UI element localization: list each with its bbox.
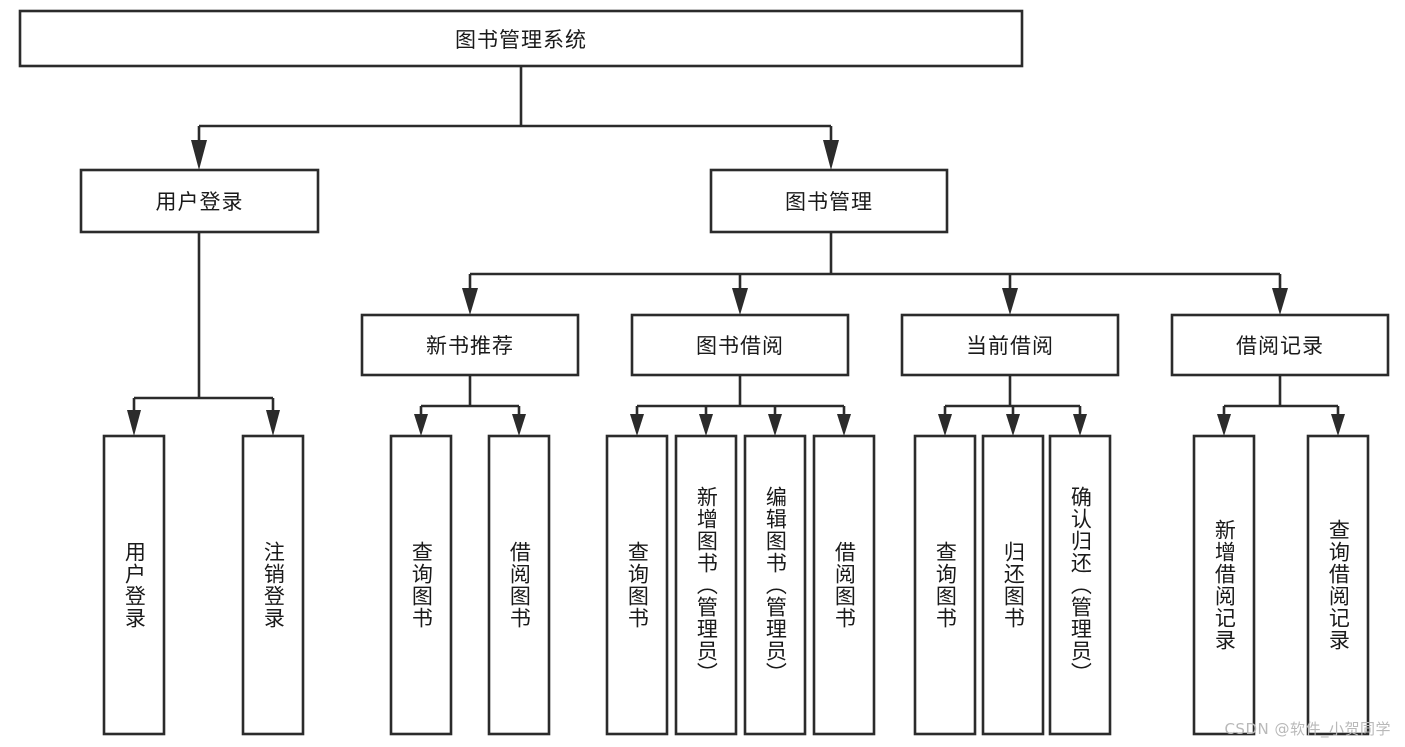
arrowhead-new-book-recommend <box>462 288 478 315</box>
node-box-leaf-add-record[interactable] <box>1192 434 1256 736</box>
arrowhead-leaf-edit-book <box>768 414 782 436</box>
arrowhead-leaf-add-record <box>1217 414 1231 436</box>
node-box-borrow-record[interactable] <box>1170 313 1390 377</box>
arrowhead-book-manage <box>823 140 839 170</box>
node-box-book-borrow[interactable] <box>630 313 850 377</box>
arrowhead-leaf-query-book-2 <box>630 414 644 436</box>
arrowhead-leaf-query-book-1 <box>414 414 428 436</box>
arrowhead-leaf-user-login <box>127 410 141 436</box>
csdn-watermark: CSDN @软件_小贺同学 <box>1224 720 1391 738</box>
arrowhead-borrow-record <box>1272 288 1288 315</box>
arrowhead-book-borrow <box>732 288 748 315</box>
arrowhead-leaf-add-book <box>699 414 713 436</box>
arrowhead-current-borrow <box>1002 288 1018 315</box>
arrowhead-leaf-query-record <box>1331 414 1345 436</box>
node-box-leaf-query-book-1[interactable] <box>389 434 453 736</box>
node-box-group <box>18 9 1390 736</box>
node-box-leaf-user-login[interactable] <box>102 434 166 736</box>
node-box-leaf-query-book-2[interactable] <box>605 434 669 736</box>
node-box-book-manage[interactable] <box>709 168 949 234</box>
arrowhead-leaf-query-book-3 <box>938 414 952 436</box>
node-box-leaf-edit-book[interactable] <box>743 434 807 736</box>
node-box-leaf-query-record[interactable] <box>1306 434 1370 736</box>
arrowhead-leaf-borrow-book-2 <box>837 414 851 436</box>
node-box-user-login[interactable] <box>79 168 320 234</box>
node-box-leaf-query-book-3[interactable] <box>913 434 977 736</box>
node-box-leaf-borrow-book-2[interactable] <box>812 434 876 736</box>
arrowhead-leaf-return-book <box>1006 414 1020 436</box>
arrowhead-leaf-confirm-return <box>1073 414 1087 436</box>
node-box-leaf-add-book[interactable] <box>674 434 738 736</box>
arrowhead-leaf-logout <box>266 410 280 436</box>
node-box-current-borrow[interactable] <box>900 313 1120 377</box>
arrowhead-user-login <box>191 140 207 170</box>
node-box-leaf-confirm-return[interactable] <box>1048 434 1112 736</box>
node-box-leaf-return-book[interactable] <box>981 434 1045 736</box>
node-box-leaf-logout[interactable] <box>241 434 305 736</box>
node-box-root[interactable] <box>18 9 1024 68</box>
node-box-new-book-recommend[interactable] <box>360 313 580 377</box>
node-box-leaf-borrow-book-1[interactable] <box>487 434 551 736</box>
arrowhead-leaf-borrow-book-1 <box>512 414 526 436</box>
connector-group <box>127 66 1345 436</box>
